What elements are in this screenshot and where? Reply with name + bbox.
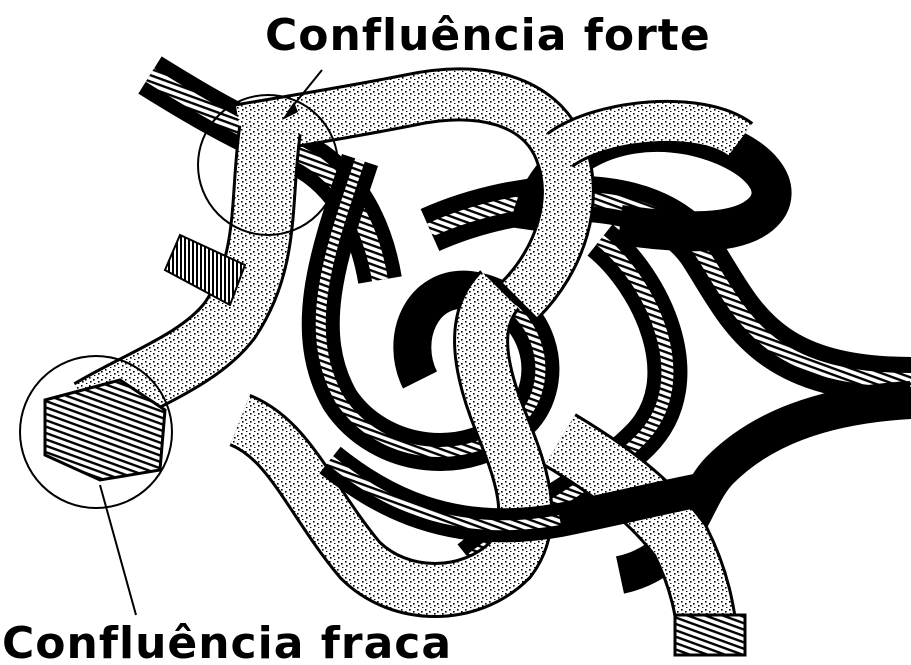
tube-end-cap [675, 615, 745, 655]
label-weak-confluence: Confluência fraca [2, 618, 452, 665]
label-strong-confluence: Confluência forte [265, 10, 711, 61]
